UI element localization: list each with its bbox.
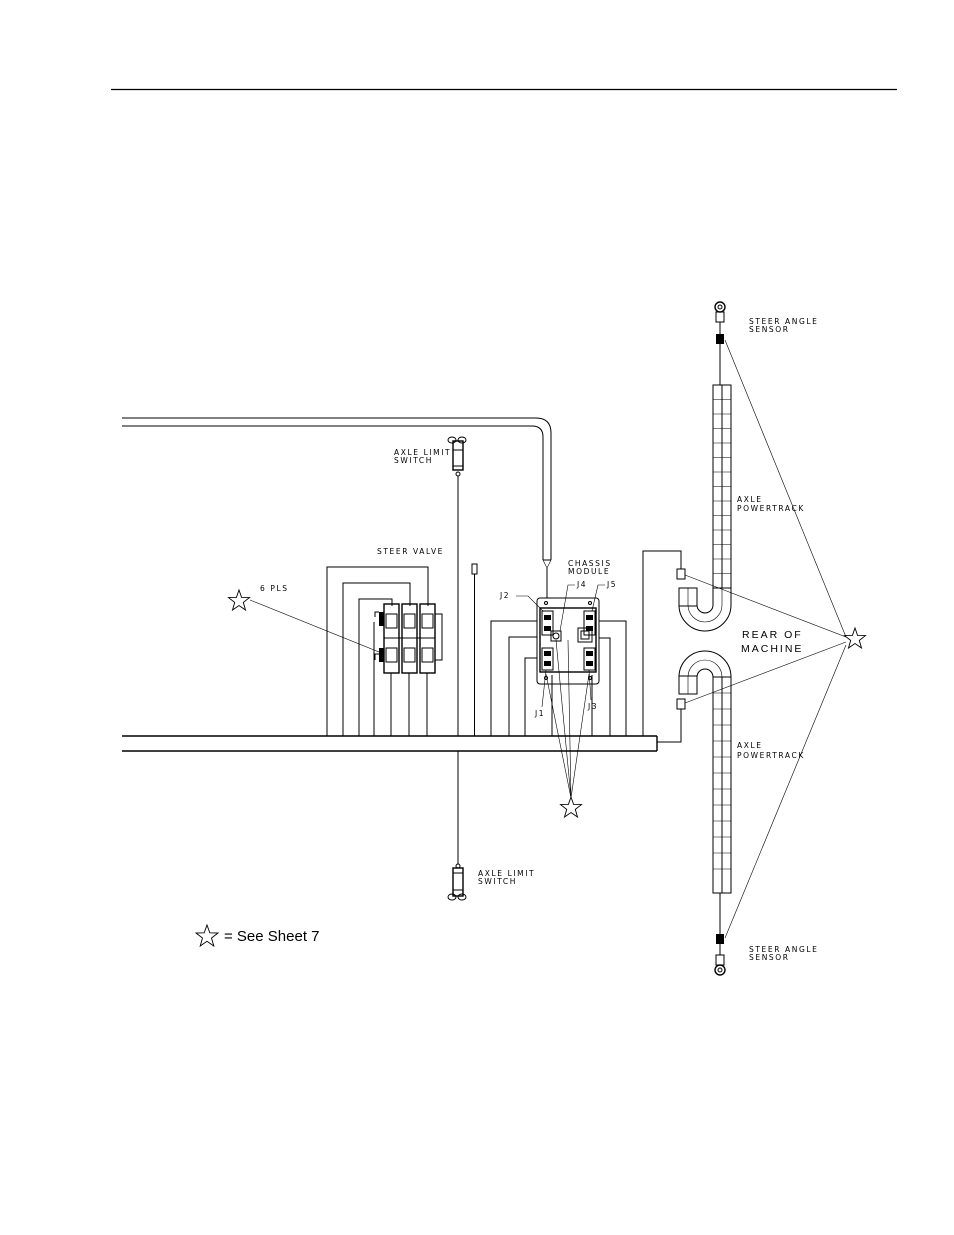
label-j1: J1	[534, 709, 545, 718]
inline-connector	[472, 564, 477, 574]
star-six-pls	[229, 590, 250, 610]
label-steer-valve: STEER VALVE	[377, 547, 444, 556]
legend-text: = See Sheet 7	[224, 928, 320, 945]
label-steer-angle-sensor-top: STEER ANGLE SENSOR	[749, 317, 822, 334]
steer-angle-sensor-top	[715, 302, 725, 385]
label-six-pls: 6 PLS	[260, 584, 289, 593]
legend-star-icon	[196, 925, 218, 946]
axle-limit-switch-top	[448, 437, 466, 736]
label-j3: J3	[587, 702, 598, 711]
label-j4: J4	[576, 580, 587, 589]
chassis-module	[491, 585, 626, 736]
axle-powertrack-bottom	[657, 651, 731, 893]
top-harness	[122, 418, 551, 598]
label-axle-limit-switch-top: AXLE LIMIT SWITCH	[394, 448, 455, 465]
axle-limit-switch-bottom	[448, 751, 466, 900]
label-chassis-module: CHASSIS MODULE	[568, 559, 616, 576]
steer-valve	[327, 567, 442, 736]
star-rear	[845, 628, 866, 648]
label-axle-limit-switch-bottom: AXLE LIMIT SWITCH	[478, 869, 539, 886]
steer-angle-sensor-bottom	[715, 893, 725, 975]
label-j5: J5	[606, 580, 617, 589]
label-steer-angle-sensor-bottom: STEER ANGLE SENSOR	[749, 945, 822, 962]
label-rear-of-machine: REAR OF MACHINE	[741, 629, 808, 655]
label-axle-powertrack-top: AXLE POWERTRACK	[737, 495, 805, 513]
axle-powertrack-top	[643, 385, 731, 736]
label-axle-powertrack-bottom: AXLE POWERTRACK	[737, 741, 805, 760]
star-chassis	[561, 797, 582, 817]
label-j2: J2	[499, 591, 510, 600]
main-harness	[122, 736, 657, 751]
